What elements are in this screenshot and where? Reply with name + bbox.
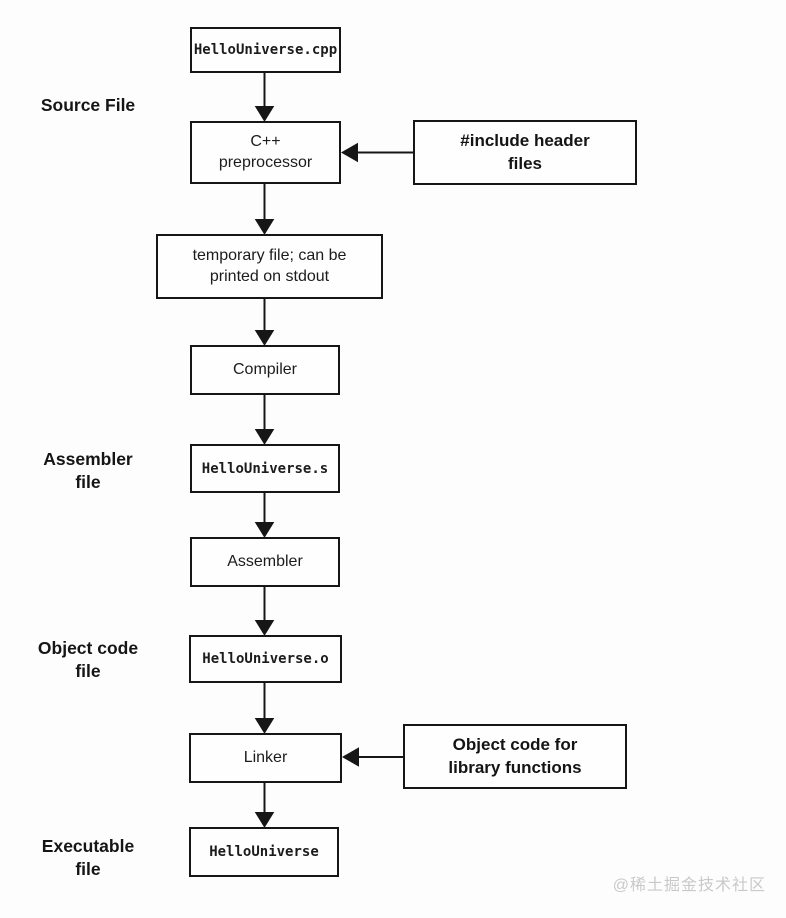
stage-label-executable-file: Executable file bbox=[41, 836, 135, 879]
arrow-linker-to-executable bbox=[254, 783, 275, 828]
arrow-assemblerfile-to-assembler bbox=[254, 493, 275, 538]
stage-label-source-file: Source File bbox=[40, 95, 136, 115]
arrow-compiler-to-assemblerfile bbox=[254, 395, 275, 445]
arrow-objectfile-to-linker bbox=[254, 683, 275, 734]
node-hellouniverse-s: HelloUniverse.s bbox=[190, 444, 340, 493]
node-library-object-code: Object code for library functions bbox=[403, 724, 627, 789]
node-hellouniverse-cpp: HelloUniverse.cpp bbox=[190, 27, 341, 73]
node-assembler: Assembler bbox=[190, 537, 340, 587]
node-hellouniverse-o: HelloUniverse.o bbox=[189, 635, 342, 683]
watermark-text: @稀土掘金技术社区 bbox=[612, 877, 766, 894]
node-temporary-file: temporary file; can be printed on stdout bbox=[156, 234, 383, 299]
node-include-header-files: #include header files bbox=[413, 120, 637, 185]
arrow-preprocessor-to-tempfile bbox=[254, 184, 275, 235]
arrow-tempfile-to-compiler bbox=[254, 299, 275, 346]
node-cpp-preprocessor: C++ preprocessor bbox=[190, 121, 341, 184]
arrow-libraries-to-linker bbox=[341, 747, 403, 767]
node-linker: Linker bbox=[189, 733, 342, 783]
arrow-source-to-preprocessor bbox=[254, 73, 275, 122]
node-compiler: Compiler bbox=[190, 345, 340, 395]
stage-label-assembler-file: Assembler file bbox=[43, 449, 133, 492]
arrow-headers-to-preprocessor bbox=[340, 142, 413, 163]
arrow-assembler-to-objectfile bbox=[254, 587, 275, 636]
stage-label-object-code-file: Object code file bbox=[37, 638, 139, 681]
node-hellouniverse-executable: HelloUniverse bbox=[189, 827, 339, 877]
